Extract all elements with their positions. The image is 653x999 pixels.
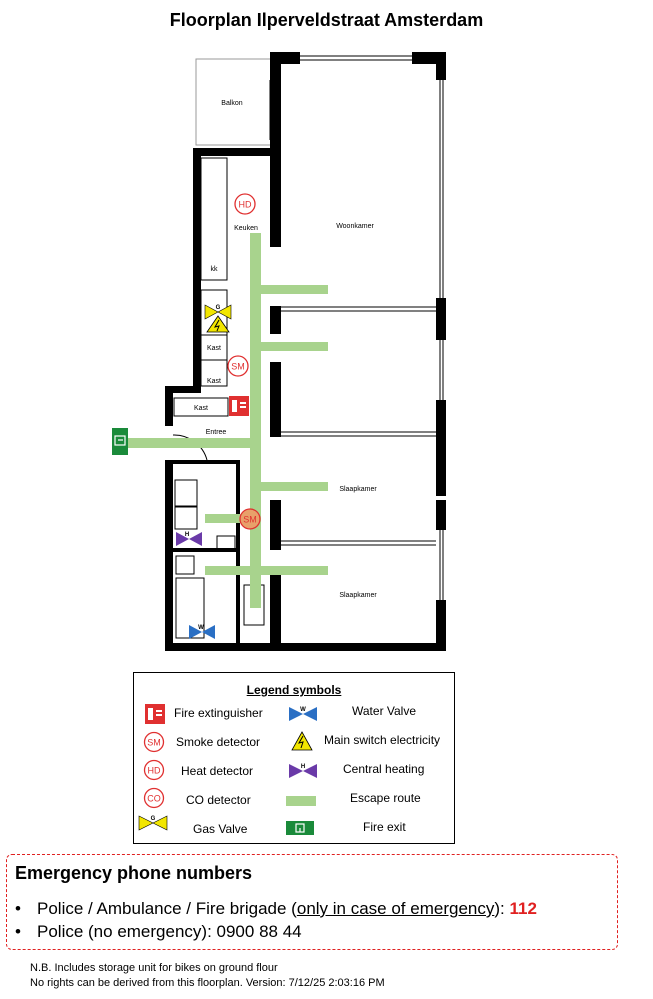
svg-text:SM: SM xyxy=(231,362,245,372)
main-switch-icon xyxy=(291,731,313,751)
legend-label-fire-exit: Fire exit xyxy=(363,820,406,834)
room-label-entree: Entree xyxy=(206,429,227,436)
legend-label-co-detector: CO detector xyxy=(186,793,251,807)
heat-detector-icon: HD xyxy=(234,193,256,215)
gas-valve-icon: G xyxy=(204,304,232,320)
floor-plan: HD SM SM G H W Balkon Keuken Woonkamer E… xyxy=(112,52,446,651)
emergency-line2-text: Police (no emergency): 0900 88 44 xyxy=(37,922,302,941)
fire-extinguisher-icon xyxy=(229,396,249,416)
heat-detector-icon: HD xyxy=(143,759,165,781)
central-heating-icon: H xyxy=(176,532,202,546)
water-valve-icon: W xyxy=(189,625,215,639)
central-heating-icon: H xyxy=(289,764,317,778)
emergency-line-112: • Police / Ambulance / Fire brigade (only… xyxy=(15,899,537,919)
svg-text:SM: SM xyxy=(147,738,161,748)
svg-text:HD: HD xyxy=(239,200,252,210)
footer-rights: No rights can be derived from this floor… xyxy=(30,977,385,989)
legend-label-fire-extinguisher: Fire extinguisher xyxy=(174,706,263,720)
escape-route-swatch xyxy=(286,796,316,806)
fire-extinguisher-icon xyxy=(145,704,165,724)
room-label-kast: Kast xyxy=(207,378,221,385)
emergency-line1-underlined: only in case of emergency xyxy=(296,899,495,918)
bullet: • xyxy=(15,922,21,941)
room-label-slaapkamer: Slaapkamer xyxy=(339,486,377,493)
legend-title: Legend symbols xyxy=(246,683,342,697)
emergency-number-112: 112 xyxy=(509,899,537,918)
escape-route xyxy=(125,233,328,608)
room-label-kast: Kast xyxy=(194,405,208,412)
legend-box: Legend symbols Fire extinguisher SM Smok… xyxy=(133,672,455,844)
legend-label-heat-detector: Heat detector xyxy=(181,764,254,778)
co-detector-icon: CO xyxy=(143,787,165,809)
emergency-line1-suffix: ): xyxy=(494,899,510,918)
svg-text:SM: SM xyxy=(243,515,257,525)
svg-text:HD: HD xyxy=(148,766,161,776)
legend-label-gas-valve: Gas Valve xyxy=(193,822,248,836)
fire-exit-icon xyxy=(286,821,314,835)
emergency-line-police: • Police (no emergency): 0900 88 44 xyxy=(15,922,302,942)
room-label-kk: kk xyxy=(211,266,219,273)
emergency-box: Emergency phone numbers • Police / Ambula… xyxy=(6,854,618,950)
room-label-slaapkamer: Slaapkamer xyxy=(339,592,377,599)
legend-label-escape-route: Escape route xyxy=(350,791,421,805)
svg-text:W: W xyxy=(198,625,204,631)
room-label-kast: Kast xyxy=(207,345,221,352)
svg-text:H: H xyxy=(301,764,305,770)
svg-text:W: W xyxy=(300,707,306,713)
legend-label-water-valve: Water Valve xyxy=(352,704,417,718)
room-label-balkon: Balkon xyxy=(221,100,243,107)
smoke-detector-icon: SM xyxy=(143,731,165,753)
page-title: Floorplan Ilperveldstraat Amsterdam xyxy=(169,10,484,30)
smoke-detector-icon: SM xyxy=(227,355,249,377)
walls xyxy=(165,52,446,651)
gas-valve-icon: G xyxy=(138,815,168,831)
legend-label-central-heating: Central heating xyxy=(343,762,425,776)
footer-note: N.B. Includes storage unit for bikes on … xyxy=(30,962,278,974)
smoke-detector-icon: SM xyxy=(239,508,261,530)
svg-text:H: H xyxy=(185,532,189,538)
fire-exit-icon xyxy=(112,428,128,455)
room-label-woonkamer: Woonkamer xyxy=(336,223,374,230)
svg-text:G: G xyxy=(216,305,221,311)
svg-text:CO: CO xyxy=(147,794,161,804)
legend-label-smoke-detector: Smoke detector xyxy=(176,735,261,749)
emergency-title: Emergency phone numbers xyxy=(15,863,253,883)
water-valve-icon: W xyxy=(289,707,317,721)
room-label-keuken: Keuken xyxy=(234,225,258,232)
emergency-line1-prefix: Police / Ambulance / Fire brigade ( xyxy=(37,899,297,918)
legend-label-main-switch: Main switch electricity xyxy=(324,733,441,747)
bullet: • xyxy=(15,899,21,918)
svg-text:G: G xyxy=(151,816,156,822)
main-switch-icon xyxy=(206,315,230,333)
